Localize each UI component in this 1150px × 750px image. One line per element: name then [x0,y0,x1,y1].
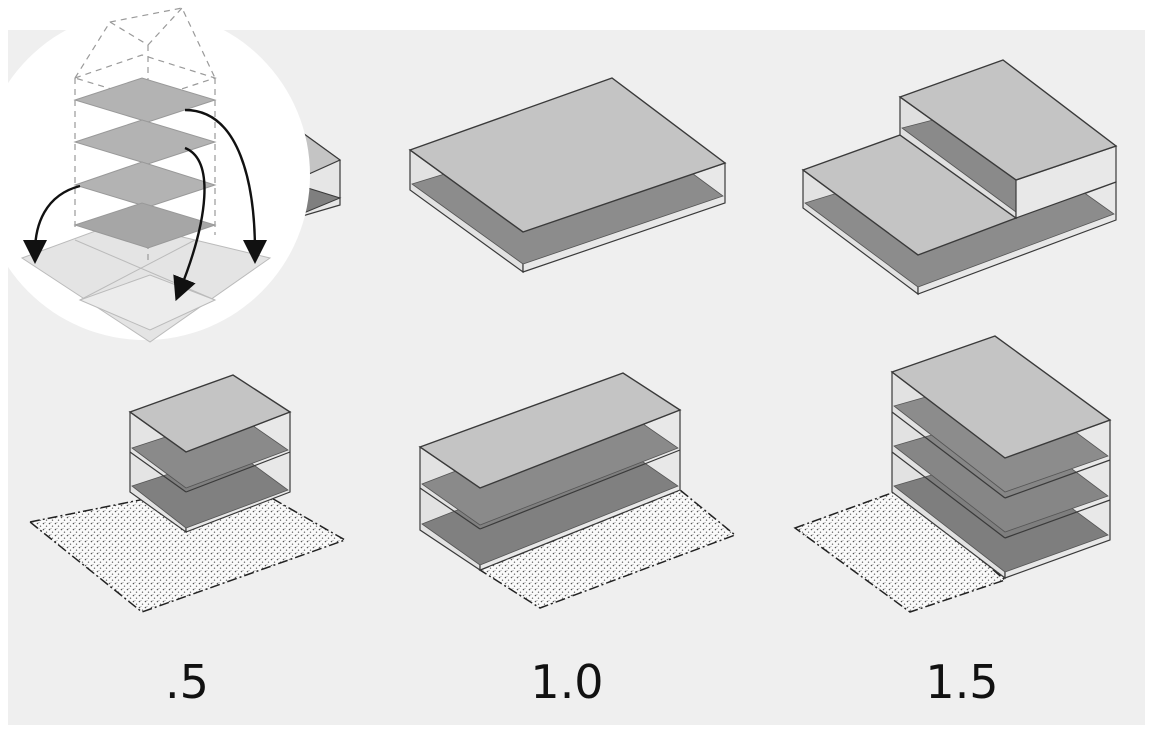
bottom-middle-building [418,372,737,609]
far-label-0-5: .5 [165,655,209,709]
top-middle-building [408,77,727,274]
arrow-icon [173,146,206,302]
inset-floor-transfer-diagram [0,7,310,343]
bottom-left-building [28,374,347,613]
far-label-1-5: 1.5 [925,655,999,709]
top-right-building [801,59,1118,296]
far-label-1-0: 1.0 [530,655,604,709]
arrow-icon [184,108,267,264]
arrow-icon [23,184,81,264]
bottom-right-building [793,335,1112,613]
